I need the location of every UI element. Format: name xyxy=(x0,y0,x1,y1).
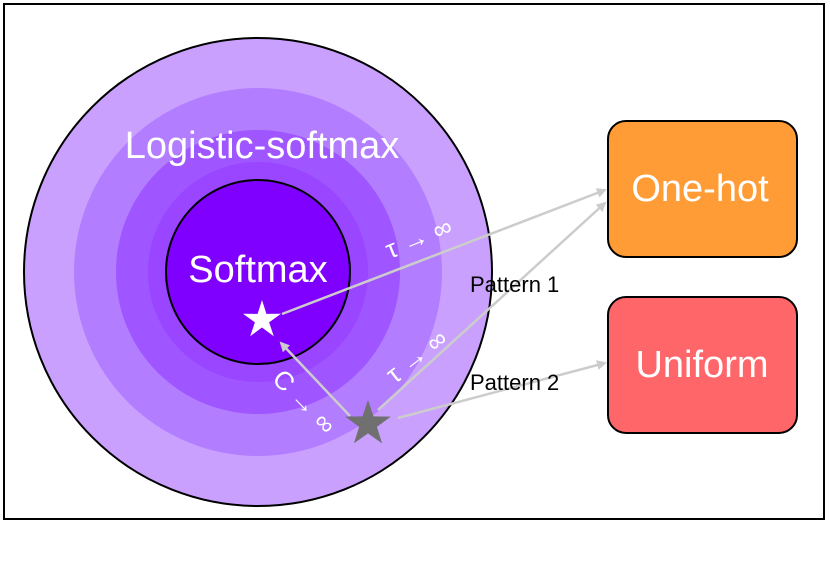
logistic-softmax-label: Logistic-softmax xyxy=(125,125,400,167)
uniform-label: Uniform xyxy=(635,344,768,386)
arrow-to-softmax xyxy=(279,341,351,417)
one-hot-label: One-hot xyxy=(631,168,769,210)
arrow-pattern1-to-one-hot xyxy=(377,201,607,411)
one-hot-box xyxy=(607,120,798,258)
star-icon xyxy=(345,400,391,444)
arrow-pattern2-to-uniform xyxy=(397,360,607,420)
softmax-region xyxy=(165,179,351,365)
softmax-label: Softmax xyxy=(188,249,327,291)
star-icon xyxy=(243,300,281,337)
pattern-1-label: Pattern 1 xyxy=(470,272,559,297)
uniform-box xyxy=(607,296,798,434)
pattern-2-label: Pattern 2 xyxy=(470,370,559,395)
arrow-softmax-to-one-hot xyxy=(281,188,607,316)
